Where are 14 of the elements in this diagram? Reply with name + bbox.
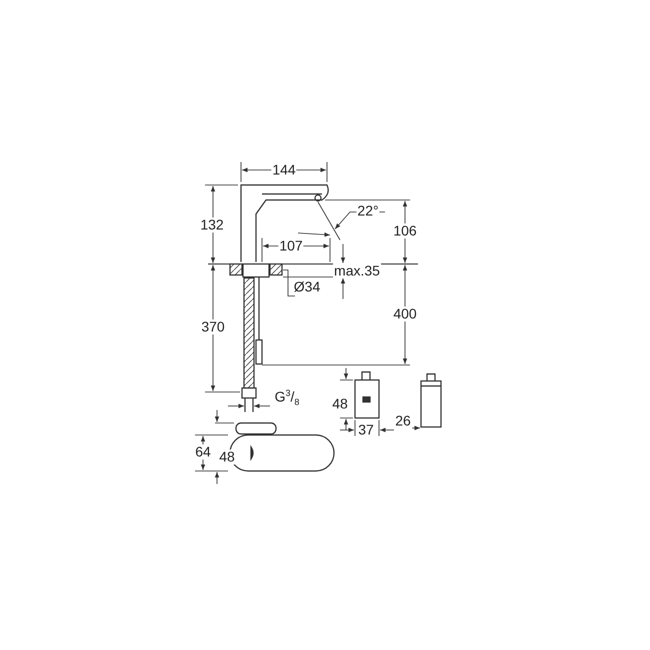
- dimension-label: 37: [357, 422, 375, 438]
- dimension-label: 144: [271, 162, 297, 178]
- dimension-label: 400: [392, 306, 418, 322]
- dimension-label: max.35: [333, 264, 381, 278]
- dimension-label: 26: [394, 414, 412, 428]
- dimension-label: 370: [200, 320, 226, 334]
- dimension-label: 64: [194, 444, 212, 460]
- dimension-label: 132: [199, 218, 225, 232]
- dimension-label: 106: [392, 224, 418, 238]
- angle-label: 22°: [356, 204, 380, 218]
- diameter-label: Ø34: [292, 280, 322, 294]
- dimension-label: 48: [218, 450, 236, 464]
- dimension-label: 107: [278, 238, 304, 254]
- dimension-label: 48: [331, 396, 349, 412]
